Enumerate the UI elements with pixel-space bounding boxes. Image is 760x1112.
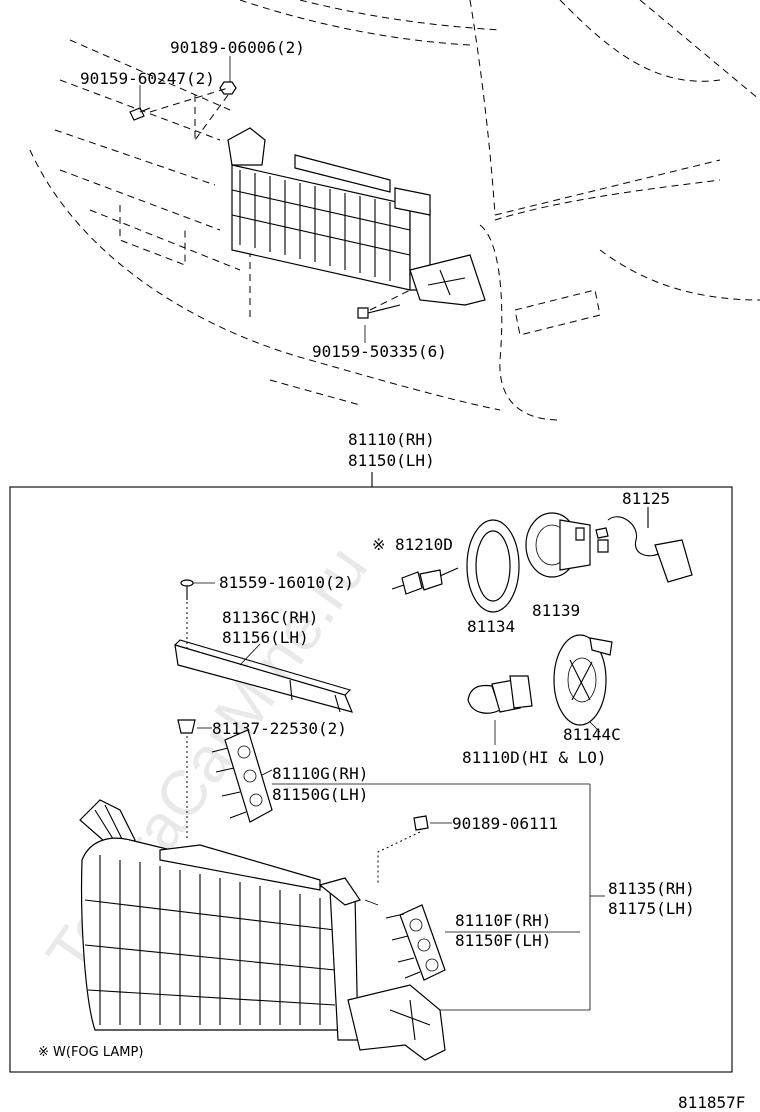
exploded-view-frame [9, 486, 733, 1073]
clip-81137 [177, 719, 212, 840]
gasket-81134 [466, 519, 520, 613]
label-81136c-rh: 81136C(RH) [222, 608, 318, 627]
nut-90189-06111 [377, 815, 452, 885]
label-81125: 81125 [622, 489, 670, 508]
label-81150g-lh: 81150G(LH) [272, 785, 368, 804]
upper-fasteners [129, 56, 411, 343]
nut-icon [219, 81, 237, 95]
label-81110f-rh: 81110F(RH) [455, 911, 551, 930]
leader-81135 [272, 783, 605, 1011]
label-81175-lh: 81175(LH) [608, 899, 695, 918]
screw-icon [129, 107, 145, 121]
label-81110d: 81110D(HI & LO) [462, 748, 607, 767]
label-90159-50335: 90159-50335(6) [312, 342, 447, 361]
label-81110g-rh: 81110G(RH) [272, 764, 368, 783]
socket-plate-81110f [385, 904, 580, 981]
label-assembly-rh: 81110(RH) [348, 430, 435, 449]
headlamp-bulb-81110d [467, 675, 533, 745]
socket-plate-81110g [211, 729, 273, 823]
label-90159-60247: 90159-60247(2) [80, 69, 215, 88]
label-81150f-lh: 81150F(LH) [455, 931, 551, 950]
label-81559-16010: 81559-16010(2) [219, 573, 354, 592]
diagram-id: 811857F [678, 1093, 745, 1112]
bulb-cover-81144c [553, 634, 613, 733]
bracket-81136c [174, 639, 354, 713]
label-90189-06006: 90189-06006(2) [170, 38, 305, 57]
label-81144c: 81144C [563, 725, 621, 744]
label-81134: 81134 [467, 617, 515, 636]
wire-harness-81125 [595, 507, 693, 583]
footnote-fog-lamp: ※ W(FOG LAMP) [38, 1045, 143, 1060]
socket-cover-81139 [525, 512, 591, 578]
label-81137-22530: 81137-22530(2) [212, 719, 347, 738]
fog-bulb-81210d [391, 567, 459, 595]
label-assembly-lh: 81150(LH) [348, 451, 435, 470]
label-81156-lh: 81156(LH) [222, 628, 309, 647]
label-81210d: ※ 81210D [372, 535, 453, 554]
screw-81559 [180, 579, 215, 650]
headlamp-housing-lower [79, 799, 446, 1061]
label-90189-06111: 90189-06111 [452, 814, 558, 833]
upper-headlamp [227, 127, 486, 306]
label-81139: 81139 [532, 601, 580, 620]
screw-icon [357, 307, 369, 319]
vehicle-front-view [29, 0, 760, 421]
nut-icon [413, 815, 429, 831]
label-81135-rh: 81135(RH) [608, 879, 695, 898]
